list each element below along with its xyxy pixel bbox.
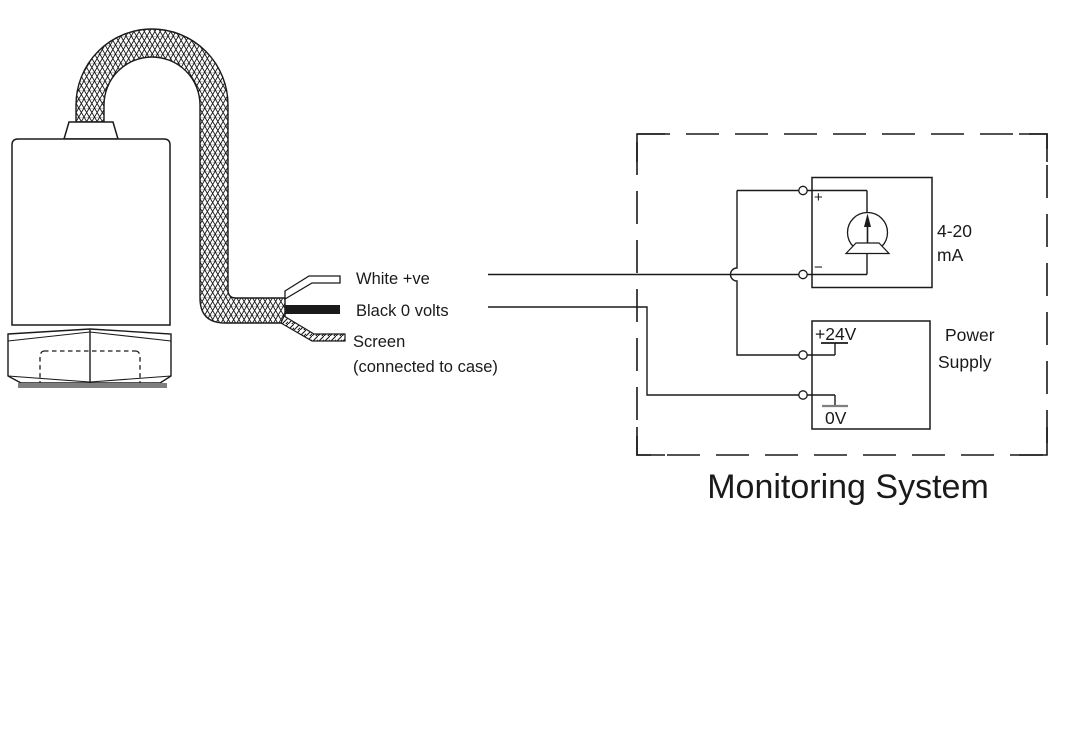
black-return-line [488, 306, 835, 396]
meter-needle-arrowhead [864, 213, 871, 227]
white-wire-label: White +ve [356, 270, 430, 288]
terminals [798, 185, 808, 400]
transducer-body [11, 138, 171, 326]
power-supply-box [811, 320, 931, 430]
meter-range-line2: mA [937, 245, 964, 265]
hex-nut-base-shadow [18, 383, 167, 388]
connection-lines [488, 189, 868, 405]
hex-nut [7, 328, 172, 384]
meter-plus-sign: + [814, 189, 823, 206]
monitoring-system-box [636, 133, 1048, 456]
psu-name-line2: Supply [938, 352, 992, 372]
cable-gland [62, 121, 120, 140]
cable-wires [280, 275, 346, 342]
hidden-thread-lines [39, 350, 141, 383]
black-wire [285, 305, 340, 314]
meter-movement-icon [844, 211, 891, 255]
screen-wire [280, 315, 346, 342]
monitoring-system-title: Monitoring System [707, 468, 989, 506]
white-wire [284, 275, 341, 301]
psu-0v-terminal [798, 390, 808, 400]
psu-24v-terminal [798, 350, 808, 360]
black-wire-label: Black 0 volts [356, 302, 449, 320]
braided-cable [75, 28, 286, 324]
meter-range-line1: 4-20 [937, 221, 972, 241]
psu-0v-label: 0V [825, 408, 847, 428]
psu-name-line1: Power [945, 325, 995, 345]
meter-plus-terminal [798, 185, 808, 196]
meter-minus-sign: − [814, 259, 823, 276]
screen-wire-label: Screen [353, 333, 405, 351]
sensor-assembly [7, 28, 286, 388]
supply-vertical-line [729, 190, 835, 356]
meter-minus-terminal [798, 269, 808, 280]
psu-24v-label: +24V [815, 324, 857, 344]
screen-wire-note: (connected to case) [353, 358, 498, 376]
